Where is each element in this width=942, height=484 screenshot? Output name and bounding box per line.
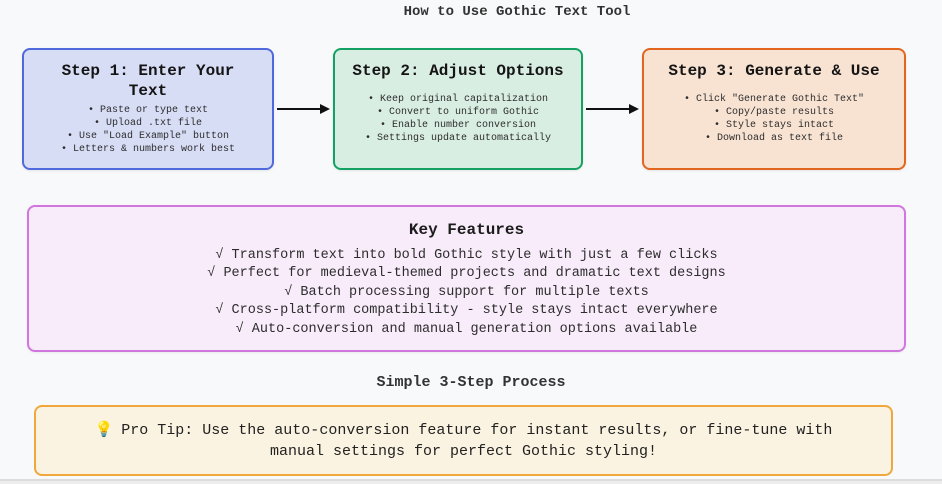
bullet-item: • Upload .txt file <box>93 118 203 129</box>
key-features-title: Key Features <box>408 221 525 239</box>
feature-item: √ Cross-platform compatibility - style s… <box>215 303 718 319</box>
step-1-box: Step 1: Enter Your Text • Paste or type … <box>22 48 274 170</box>
bullet-item: • Paste or type text <box>87 105 209 116</box>
page-title: How to Use Gothic Text Tool <box>403 4 631 20</box>
step-3-bullet-list: • Click "Generate Gothic Text" • Copy/pa… <box>652 93 896 145</box>
bullet-item: • Enable number conversion <box>379 120 537 131</box>
feature-item: √ Batch processing support for multiple … <box>284 284 649 300</box>
bullet-item: • Click "Generate Gothic Text" <box>683 94 865 105</box>
bullet-item: • Keep original capitalization <box>367 94 549 105</box>
bullet-item: • Copy/paste results <box>713 107 835 118</box>
arrow-right-icon <box>274 103 333 115</box>
lightbulb-icon: 💡 <box>94 421 114 439</box>
pro-tip-panel: 💡 Pro Tip: Use the auto-conversion featur… <box>34 405 893 476</box>
process-subtitle: Simple 3-Step Process <box>376 374 566 391</box>
steps-flow: Step 1: Enter Your Text • Paste or type … <box>22 48 906 170</box>
bullet-item: • Settings update automatically <box>364 133 552 144</box>
bullet-item: • Convert to uniform Gothic <box>376 107 540 118</box>
step-1-bullet-list: • Paste or type text • Upload .txt file … <box>32 104 264 156</box>
bullet-item: • Download as text file <box>704 133 844 144</box>
key-features-list: √ Transform text into bold Gothic style … <box>29 247 904 339</box>
step-3-title: Step 3: Generate & Use <box>668 62 880 80</box>
key-features-panel: Key Features √ Transform text into bold … <box>27 205 906 352</box>
bullet-item: • Style stays intact <box>713 120 835 131</box>
step-1-title: Step 1: Enter Your Text <box>61 62 235 100</box>
step-2-box: Step 2: Adjust Options • Keep original c… <box>333 48 583 170</box>
bullet-item: • Letters & numbers work best <box>60 144 236 155</box>
feature-item: √ Auto-conversion and manual generation … <box>235 321 698 337</box>
feature-item: √ Transform text into bold Gothic style … <box>215 248 718 263</box>
pro-tip-text: Pro Tip: Use the auto-conversion feature… <box>121 421 833 460</box>
bottom-divider <box>0 479 942 484</box>
feature-item: √ Perfect for medieval-themed projects a… <box>207 266 726 282</box>
arrow-right-icon <box>583 103 642 115</box>
step-2-bullet-list: • Keep original capitalization • Convert… <box>343 93 573 145</box>
step-2-title: Step 2: Adjust Options <box>352 62 564 80</box>
pro-tip-content: 💡 Pro Tip: Use the auto-conversion featur… <box>74 420 854 462</box>
bullet-item: • Use "Load Example" button <box>66 131 230 142</box>
step-3-box: Step 3: Generate & Use • Click "Generate… <box>642 48 906 170</box>
